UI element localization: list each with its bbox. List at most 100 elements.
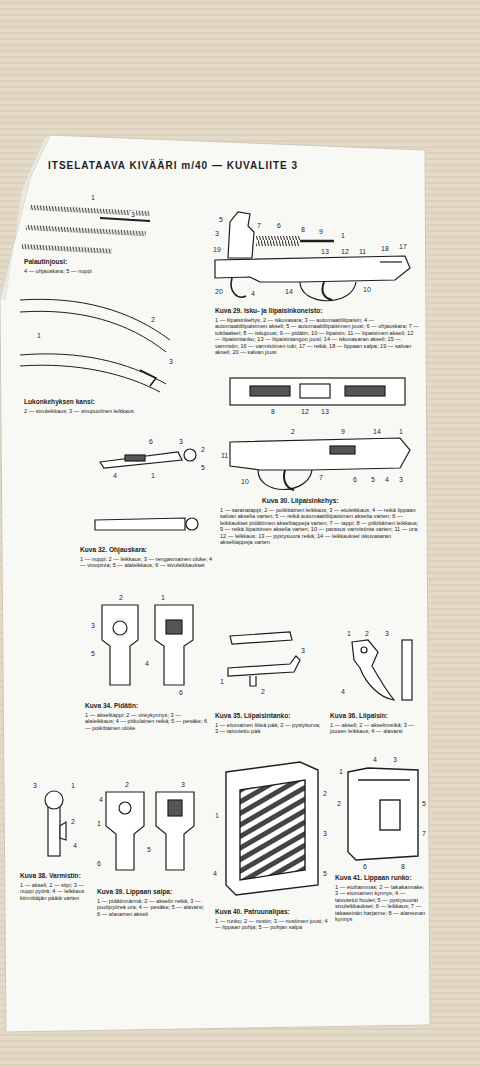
callout-number: 2 (260, 688, 266, 696)
callout-number: 7 (318, 474, 324, 482)
kuva-39-drawing-part (119, 802, 131, 814)
kuva-34-drawing-part (155, 605, 193, 685)
callout-number: 20 (214, 288, 224, 296)
kuva-38-drawing (45, 791, 66, 856)
callout-number: 3 (168, 358, 174, 366)
callout-number: 3 (384, 630, 390, 638)
left-column-drawing-part (20, 354, 166, 384)
callout-number: 4 (98, 796, 104, 804)
figure-caption-heading: Kuva 32. Ohjauskara: (80, 546, 215, 554)
kuva-32-drawing-part (125, 455, 145, 461)
callout-number: 5 (90, 650, 96, 658)
callout-number: 5 (146, 846, 152, 854)
callout-number: 4 (144, 660, 150, 668)
callout-number: 17 (398, 243, 408, 251)
figure-caption-text: 1 — saranatappi; 2 — poikittainen leikka… (220, 507, 420, 546)
kuva-29-drawing-part (231, 278, 246, 297)
callout-number: 2 (336, 800, 342, 808)
figure-caption-heading: Kuva 29. Isku- ja liipaisinkoneisto: (215, 307, 420, 315)
callout-number: 4 (112, 472, 118, 480)
kuva-35-drawing-part (228, 656, 300, 676)
kuva-40-drawing-part (240, 780, 305, 880)
callout-number: 6 (96, 860, 102, 868)
callout-number: 10 (362, 286, 372, 294)
kuva-29-drawing-part (380, 261, 402, 262)
callout-number: 13 (320, 248, 330, 256)
callout-number: 4 (72, 842, 78, 850)
kuva-30-drawing-part (330, 446, 355, 454)
callout-number: 2 (322, 790, 328, 798)
figure-caption-heading: Kuva 41. Lippaan runko: (335, 874, 427, 882)
kuva-41-drawing-part (358, 779, 410, 780)
kuva-32-drawing-part (100, 452, 182, 468)
callout-number: 3 (398, 476, 404, 484)
kuva-29-drawing-part (228, 212, 254, 258)
callout-number: 2 (290, 428, 296, 436)
callout-number: 14 (284, 288, 294, 296)
kuva-38-drawing-part (48, 806, 60, 856)
kuva-41-drawing (348, 768, 418, 860)
kuva-32-drawing (95, 449, 198, 530)
callout-number: 3 (32, 782, 38, 790)
background-part (0, 135, 50, 300)
callout-number: 12 (300, 408, 310, 416)
kuva-30-drawing-part (230, 378, 405, 405)
kuva-38-drawing-part (45, 791, 63, 809)
callout-number: 4 (212, 870, 218, 878)
callout-number: 2 (364, 630, 370, 638)
kuva-32-drawing-part (184, 449, 196, 461)
callout-number: 2 (124, 781, 130, 789)
callout-number: 2 (200, 446, 206, 454)
callout-number: 14 (372, 428, 382, 436)
callout-number: 3 (130, 211, 136, 219)
left-column-drawing-part (100, 218, 150, 221)
callout-number: 3 (90, 622, 96, 630)
figure-caption-heading: Kuva 34. Pidätin: (85, 702, 210, 710)
callout-number: 1 (346, 630, 352, 638)
callout-number: 6 (178, 689, 184, 697)
kuva-29-drawing-part (300, 282, 356, 301)
callout-number: 6 (148, 438, 154, 446)
callout-number: 6 (352, 476, 358, 484)
kuva-30-drawing-part (300, 384, 330, 398)
figure-caption-heading: Kuva 30. Liipaisinkehys: (262, 497, 412, 505)
figure-caption-heading: Kuva 38. Varmistin: (20, 872, 92, 880)
callout-number: 10 (240, 478, 250, 486)
kuva-34-drawing (102, 605, 193, 685)
figure-caption-text: 1 — etuhammas; 2 — takakannake; 3 — etum… (335, 884, 427, 923)
callout-number: 1 (150, 472, 156, 480)
callout-number: 1 (160, 594, 166, 602)
callout-number: 9 (340, 428, 346, 436)
callout-number: 1 (214, 812, 220, 820)
callout-number: 2 (150, 316, 156, 324)
kuva-40-drawing (226, 762, 318, 895)
callout-number: 8 (270, 408, 276, 416)
kuva-36-drawing-part (402, 640, 412, 700)
kuva-35-drawing-part (230, 632, 292, 644)
kuva-30-drawing-part (258, 470, 312, 490)
callout-number: 11 (358, 248, 367, 256)
left-column-drawing-part (20, 311, 166, 352)
left-column-drawing-part (26, 225, 146, 236)
kuva-34-drawing-part (113, 621, 127, 635)
kuva-39-drawing-part (168, 800, 182, 816)
figure-caption-text: 4 — ohjauskara; 5 — nuppi (24, 268, 154, 274)
callout-number: 5 (218, 216, 224, 224)
callout-number: 6 (276, 222, 282, 230)
kuva-29-drawing-part (322, 282, 332, 300)
kuva-30-drawing (230, 378, 410, 490)
left-column-drawing-part (140, 370, 156, 386)
figure-caption-text: 2 — sivuleikkaus; 3 — sivupuolinen leikk… (24, 408, 174, 414)
kuva-29-drawing-part (215, 256, 410, 282)
callout-number: 5 (322, 870, 328, 878)
figure-caption-heading: Kuva 40. Patruunalipas: (215, 908, 330, 916)
callout-number: 1 (36, 332, 42, 340)
kuva-34-drawing-part (102, 605, 138, 685)
figure-caption-text: 1 — pidätinnärmä; 2 — akselin reikä; 3 —… (97, 898, 207, 917)
figure-caption-heading: Kuva 35. Liipaisintanko: (215, 712, 325, 720)
callout-number: 1 (398, 428, 404, 436)
callout-number: 5 (200, 464, 206, 472)
kuva-30-drawing-part (345, 386, 385, 396)
